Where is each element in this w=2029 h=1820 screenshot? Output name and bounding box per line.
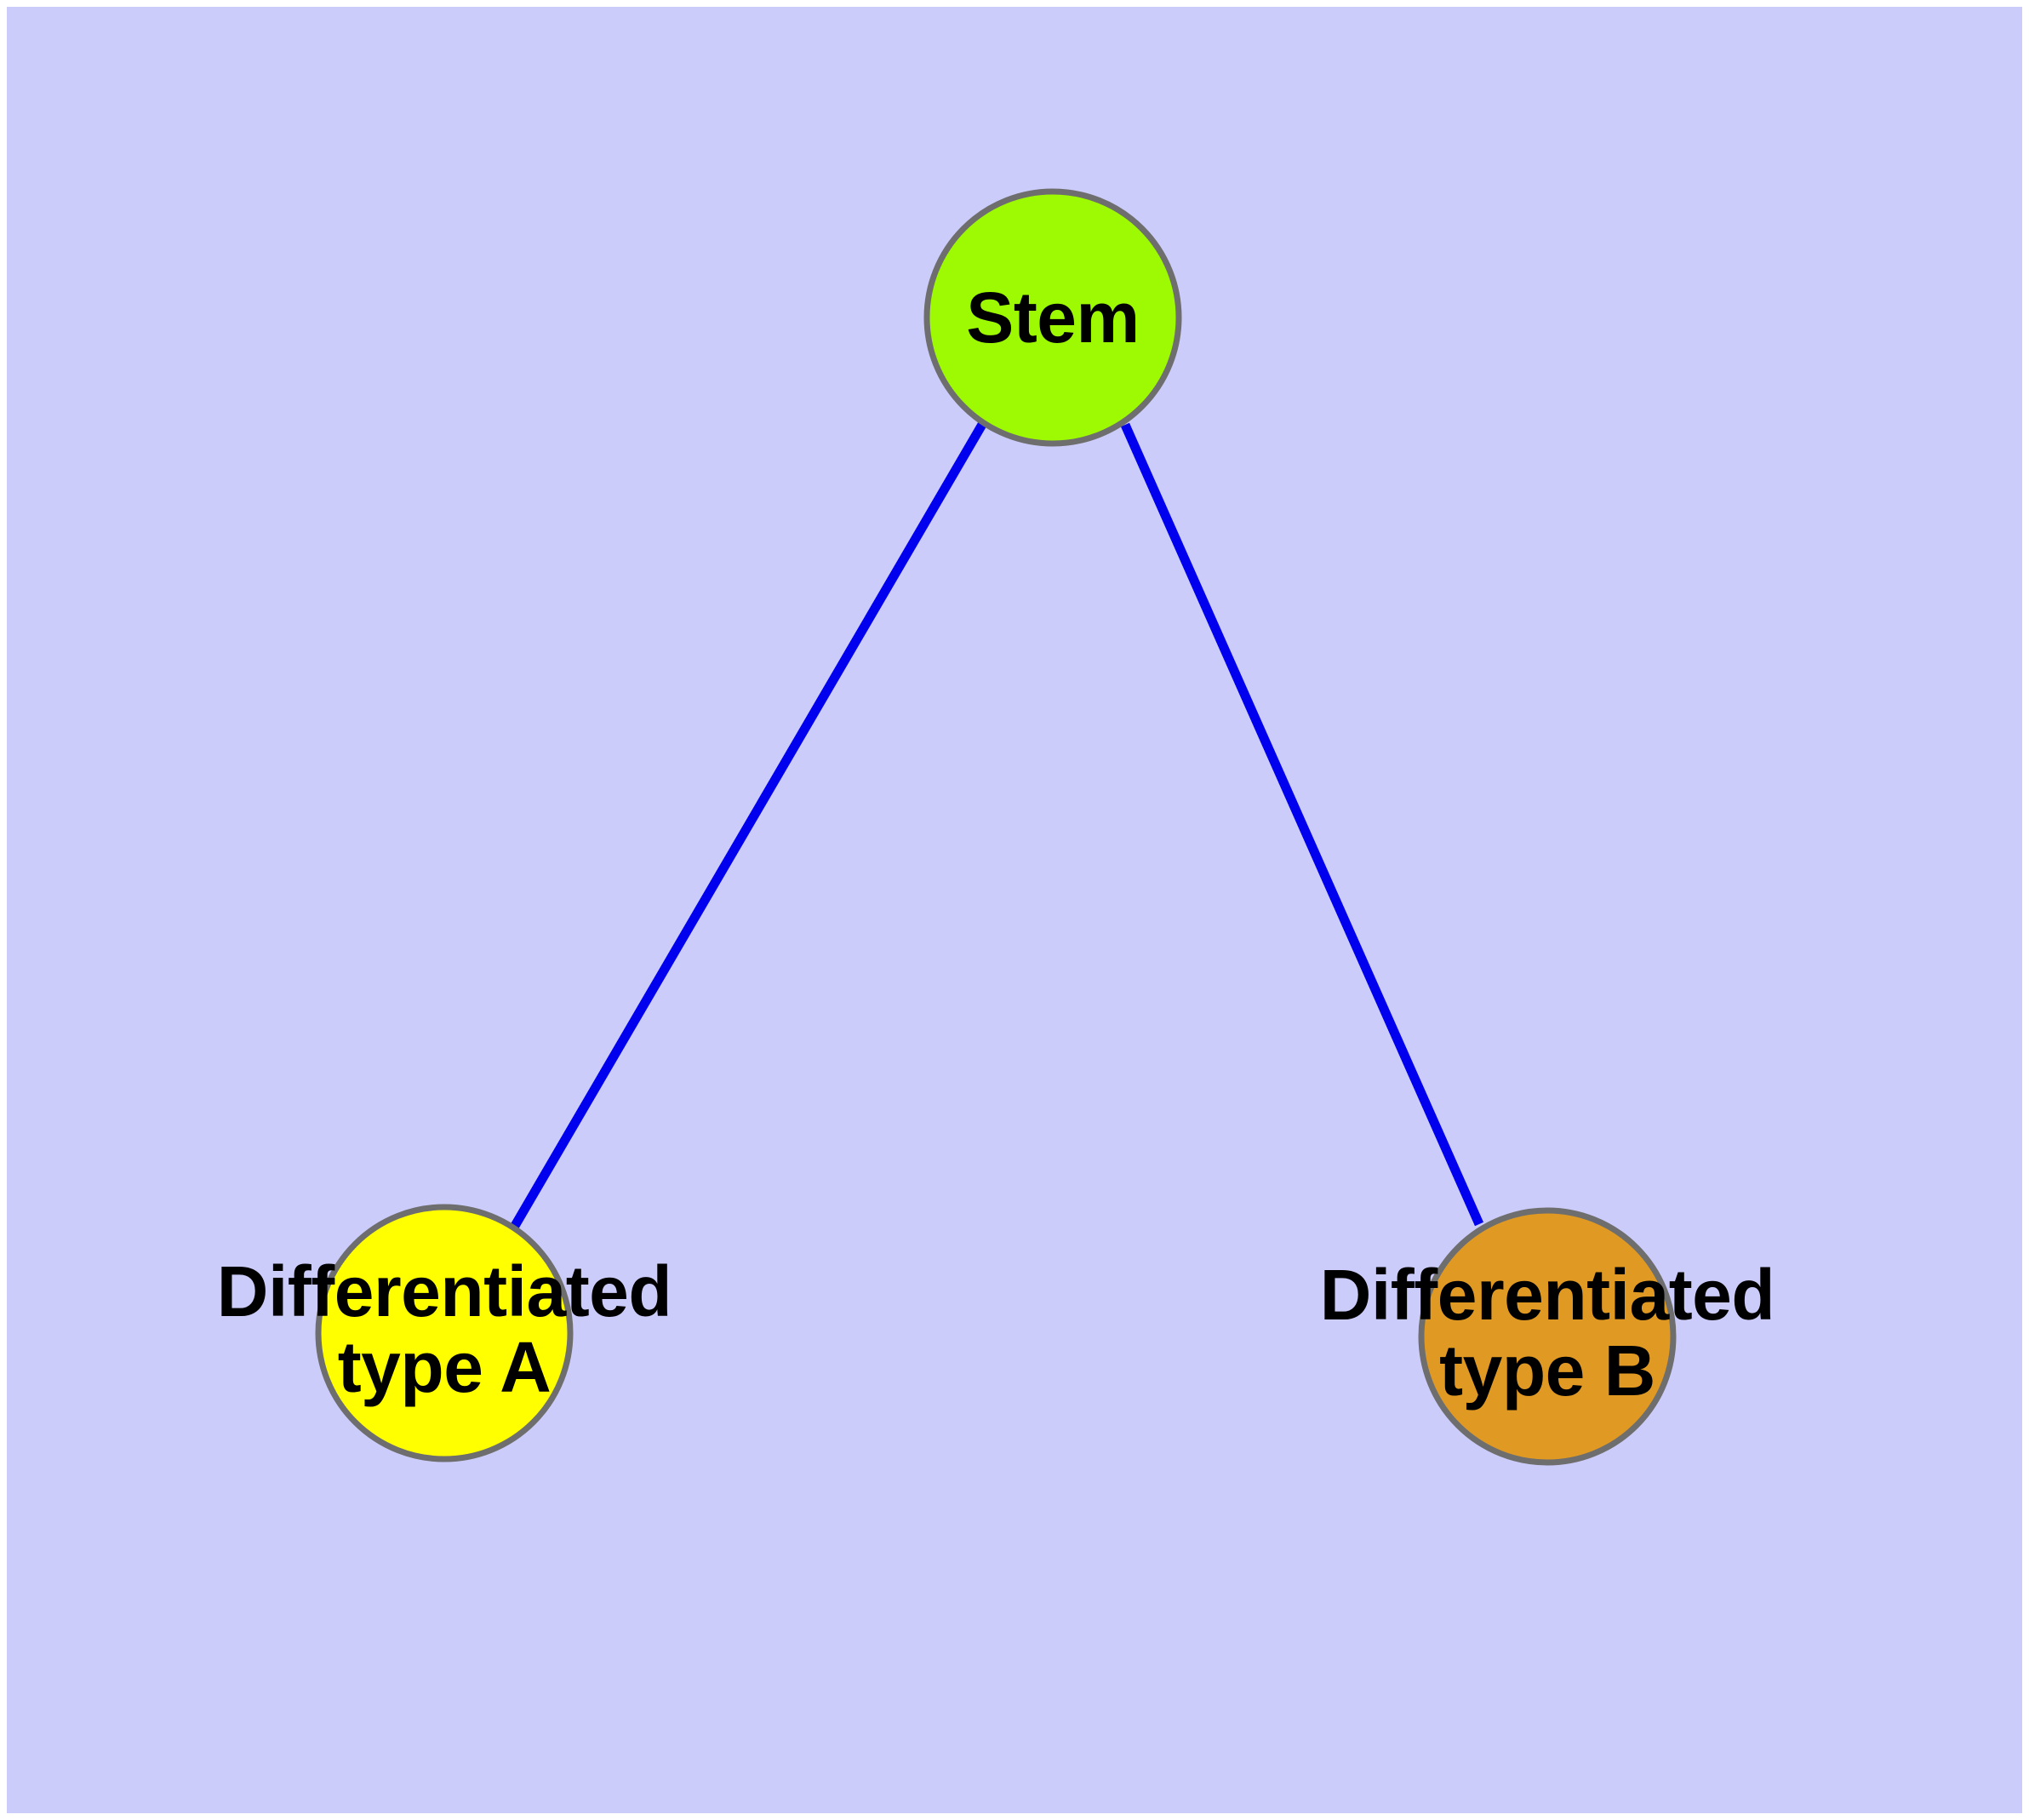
edge-stem-to-diff-a[interactable] <box>511 421 987 1228</box>
edge-stem-to-diff-b[interactable] <box>1120 422 1484 1227</box>
node-layer <box>315 188 1677 1466</box>
node-diff-b[interactable] <box>1418 1207 1677 1466</box>
edge-layer <box>511 421 1484 1228</box>
node-stem[interactable] <box>923 188 1182 447</box>
node-diff-a[interactable] <box>315 1204 574 1462</box>
